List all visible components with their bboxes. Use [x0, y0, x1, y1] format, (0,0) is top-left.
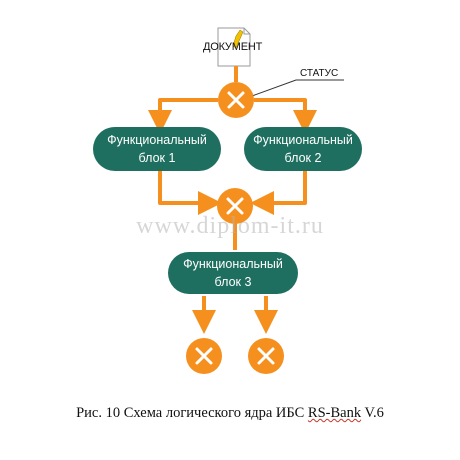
caption-suffix: V.6: [361, 405, 384, 421]
node-bottom-right-x-icon: [248, 338, 284, 374]
caption-prefix: Рис. 10 Схема логического ядра ИБС: [76, 405, 308, 421]
block-1-line1: Функциональный: [107, 133, 207, 147]
functional-block-2: Функциональный блок 2: [244, 127, 362, 171]
functional-block-3: Функциональный блок 3: [168, 252, 298, 294]
node-middle-x-icon: [217, 188, 253, 224]
connector-block1-to-middle: [158, 171, 222, 215]
block-2-line1: Функциональный: [253, 133, 353, 147]
node-top-x-icon: [218, 82, 254, 118]
block-3-line2: блок 3: [214, 275, 252, 289]
document-label: ДОКУМЕНТ: [203, 41, 263, 53]
connector-top-to-block1: [148, 98, 218, 134]
status-pointer-line: [251, 79, 344, 97]
watermark-text: www.diplom-it.ru: [136, 213, 324, 239]
figure-caption: Рис. 10 Схема логического ядра ИБС RS-Ba…: [0, 405, 460, 422]
document-icon: [217, 27, 251, 67]
functional-block-1: Функциональный блок 1: [93, 127, 221, 171]
caption-product-name: RS-Bank: [307, 405, 362, 421]
block-1-line2: блок 1: [138, 151, 176, 165]
node-bottom-left-x-icon: [186, 338, 222, 374]
block-2-line2: блок 2: [284, 151, 322, 165]
connector-block2-to-middle: [250, 171, 307, 215]
connector-top-to-block2: [254, 98, 317, 134]
status-label: СТАТУС: [300, 68, 339, 79]
block-3-line1: Функциональный: [183, 257, 283, 271]
